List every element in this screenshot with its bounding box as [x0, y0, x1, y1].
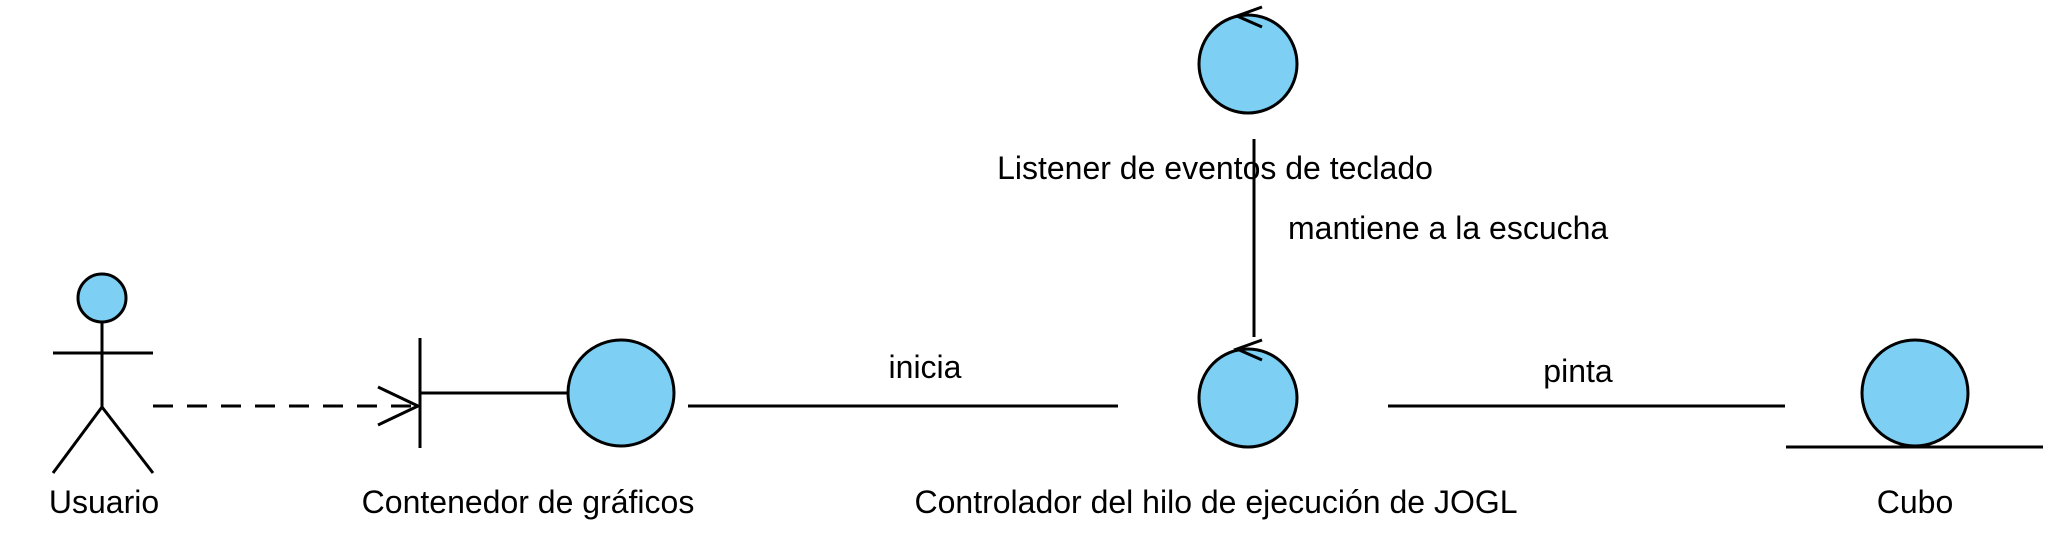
actor-right-leg	[100, 406, 155, 474]
actor-label: Usuario	[49, 484, 159, 520]
link-actor-to-boundary	[153, 385, 422, 427]
actor-usuario[interactable]: Usuario	[49, 272, 159, 520]
control-arrow-mark	[1232, 5, 1263, 29]
entity-cubo[interactable]: Cubo	[1786, 338, 2043, 520]
control-listener-eventos-teclado[interactable]: Listener de eventos de teclado	[997, 5, 1433, 186]
link-boundary-to-controller: inicia	[688, 349, 1118, 408]
boundary-contenedor-de-graficos[interactable]: Contenedor de gráficos	[362, 338, 695, 520]
boundary-label: Contenedor de gráficos	[362, 484, 695, 520]
link-label-mantiene-a-la-escucha: mantiene a la escucha	[1288, 210, 1608, 246]
listener-label: Listener de eventos de teclado	[997, 150, 1433, 186]
control-controlador-jogl[interactable]: Controlador del hilo de ejecución de JOG…	[914, 338, 1518, 520]
actor-left-leg	[51, 406, 104, 474]
control-label: Controlador del hilo de ejecución de JOG…	[914, 484, 1517, 520]
control-circle	[1197, 347, 1299, 449]
actor-head	[76, 272, 128, 324]
link-label-pinta: pinta	[1543, 353, 1613, 389]
entity-circle	[1860, 338, 1970, 448]
control-arrow-mark	[1232, 338, 1263, 362]
boundary-circle	[566, 338, 676, 448]
control-circle	[1197, 13, 1299, 115]
link-controller-to-listener: mantiene a la escucha	[1252, 139, 1608, 337]
link-label-inicia: inicia	[889, 349, 962, 385]
link-controller-to-entity: pinta	[1388, 353, 1785, 408]
entity-label: Cubo	[1877, 484, 1954, 520]
open-arrowhead	[377, 385, 422, 427]
